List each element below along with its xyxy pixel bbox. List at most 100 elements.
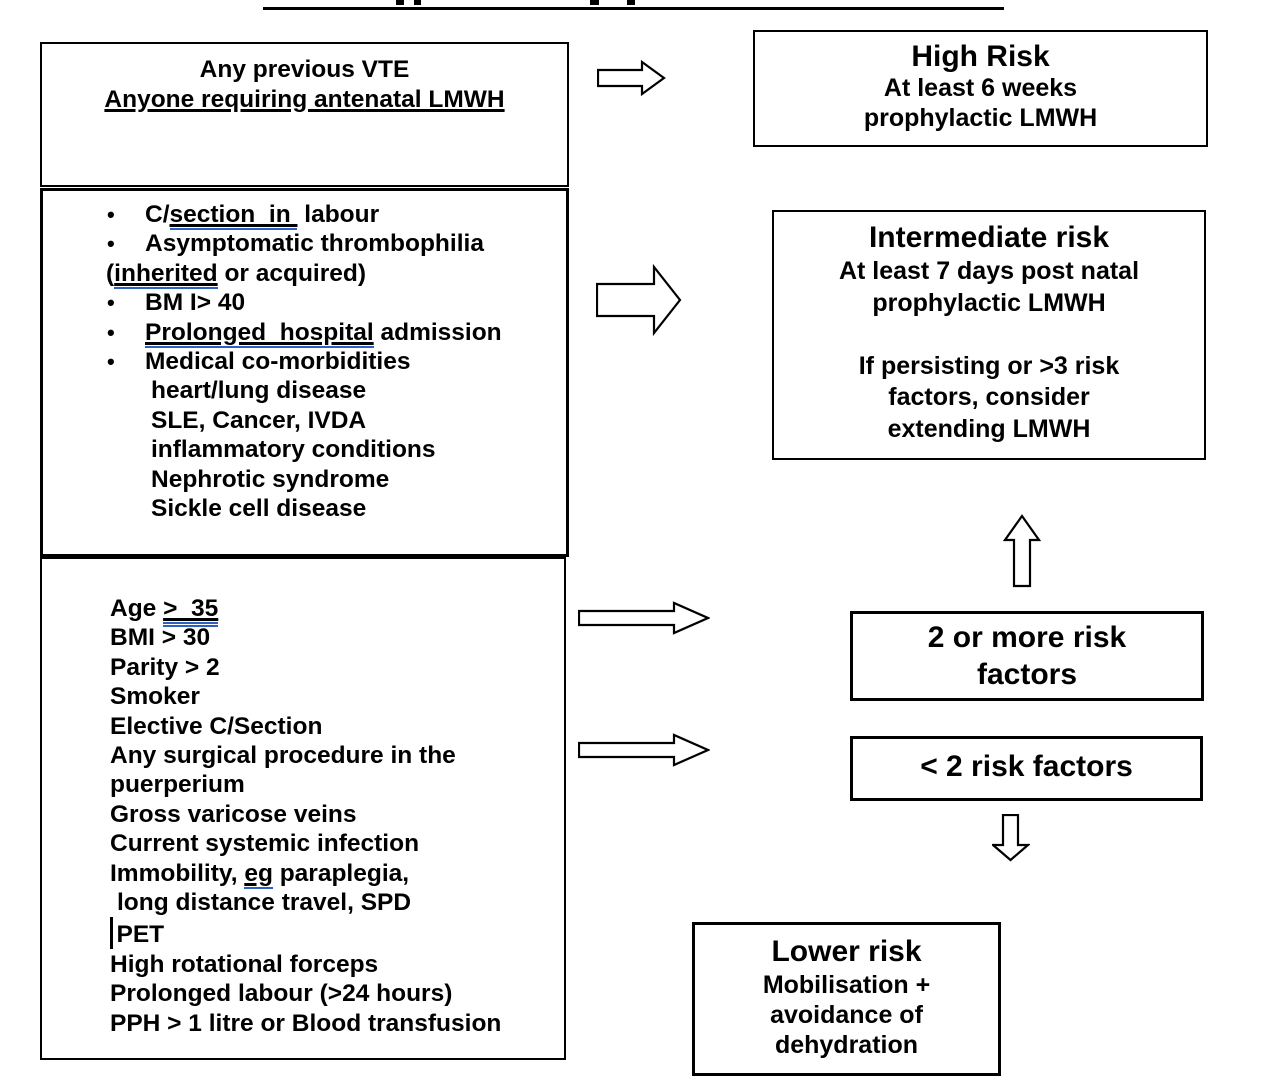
text-line: At least 6 weeks (883, 74, 1078, 102)
underlined-text: Anyone requiring antenatal LMWH (104, 86, 505, 113)
text-line: Immobility, eg paraplegia, (42, 859, 564, 888)
arrow-factors-to-less-than-two-icon (578, 733, 710, 767)
text-line: PPH > 1 litre or Blood transfusion (42, 1009, 564, 1038)
text-line: BMI > 30 (42, 623, 564, 652)
underlined-text: eg (244, 859, 273, 887)
text-line: Elective C/Section (42, 712, 564, 741)
text-segment: Nephrotic syndrome (151, 465, 390, 493)
text-segment: C/ (145, 201, 170, 228)
text-line: Current systemic infection (42, 829, 564, 858)
text-segment: Asymptomatic thrombophilia (145, 230, 484, 258)
cutoff-letter-fragment (414, 0, 421, 5)
text-line: Gross varicose veins (42, 800, 564, 829)
text-line: At least 7 days post natal (838, 257, 1140, 285)
bullet-icon: • (107, 319, 115, 345)
text-segment: heart/lung disease (151, 377, 367, 405)
text-line: • BM I> 40 (43, 288, 566, 317)
text-segment: long distance travel, SPD (117, 889, 412, 917)
cutoff-title-underline (263, 0, 1004, 11)
text-line: Anyone requiring antenatal LMWH (42, 85, 567, 115)
arrow-previous-vte-to-high-risk-icon (597, 60, 666, 96)
bullet-icon: • (107, 349, 115, 375)
box-less-than-two-risk-factors: < 2 risk factors (850, 736, 1203, 801)
text-segment: Current systemic infection (110, 830, 420, 858)
text-segment: BM I> 40 (145, 289, 246, 317)
text-segment: Elective C/Section (110, 712, 323, 740)
text-segment: Age (110, 595, 164, 622)
box-previous-vte: Any previous VTE Anyone requiring antenat… (40, 42, 569, 187)
text-segment: PPH > 1 litre or Blood transfusion (110, 1009, 502, 1037)
title-underline-bar (263, 7, 1004, 10)
text-line: SLE, Cancer, IVDA (43, 406, 566, 435)
text-segment: Immobility, (110, 859, 245, 887)
text-segment: Prolonged labour (>24 hours) (110, 980, 453, 1008)
text-line: < 2 risk factors (920, 750, 1133, 783)
text-line: 2 or more risk (927, 621, 1127, 654)
text-line: dehydration (774, 1031, 919, 1059)
text-segment: puerperium (110, 771, 245, 799)
text-segment: Parity > 2 (110, 653, 220, 681)
text-segment: inflammatory conditions (151, 436, 436, 464)
text-line: PET (42, 917, 564, 950)
text-line: extending LMWH (887, 414, 1091, 443)
text-line: Any surgical procedure in the (42, 741, 564, 770)
text-line: puerperium (42, 770, 564, 799)
text-line: Nephrotic syndrome (43, 465, 566, 494)
underlined-text: inherited (114, 259, 218, 287)
underlined-text: section in (169, 201, 298, 228)
text-segment: PET (116, 921, 165, 949)
intermediate-risk-title: Intermediate risk (868, 221, 1110, 254)
text-segment: High rotational forceps (110, 950, 379, 978)
bullet-icon: • (107, 202, 115, 227)
text-line: avoidance of (770, 1001, 923, 1029)
cutoff-letter-fragment (590, 0, 599, 5)
text-line: Smoker (42, 682, 564, 711)
arrow-up-two-or-more-to-intermediate-icon (1003, 514, 1041, 588)
box-intermediate-risk: Intermediate risk At least 7 days post n… (772, 210, 1206, 460)
text-line: long distance travel, SPD (42, 888, 564, 917)
text-line: If persisting or >3 risk (858, 351, 1120, 380)
text-segment: Any surgical procedure in the (110, 742, 456, 770)
cutoff-letter-fragment (396, 0, 404, 5)
text-line: Mobilisation + (762, 971, 931, 999)
text-line: (inherited or acquired) (43, 259, 566, 288)
text-segment: or acquired) (217, 259, 367, 287)
text-line: Parity > 2 (42, 653, 564, 682)
arrow-down-less-than-two-to-lower-icon (992, 814, 1030, 862)
high-risk-title: High Risk (911, 40, 1050, 73)
text-line: factors, consider (888, 383, 1090, 411)
text-line: •Prolonged hospital admission (43, 318, 566, 347)
text-line: • Asymptomatic thrombophilia (43, 229, 566, 258)
text-line: heart/lung disease (43, 376, 566, 405)
bullet-icon: • (107, 290, 115, 316)
text-segment: paraplegia, (272, 859, 410, 887)
text-cursor (110, 917, 113, 950)
text-segment: SLE, Cancer, IVDA (151, 406, 367, 434)
text-line: Any previous VTE (42, 55, 567, 85)
text-line: Sickle cell disease (43, 494, 566, 523)
text-line: Prolonged labour (>24 hours) (42, 979, 564, 1008)
text-line: inflammatory conditions (43, 435, 566, 464)
text-line: prophylactic LMWH (863, 103, 1098, 132)
arrow-factors-to-intermediate-risk-icon (596, 264, 682, 336)
bullet-icon: • (107, 231, 115, 257)
arrow-factors-to-two-or-more-icon (578, 601, 710, 635)
text-segment: BMI > 30 (110, 624, 211, 652)
text-segment: Medical co-morbidities (145, 348, 411, 376)
text-line: •C/section in labour (43, 200, 566, 229)
text-line: prophylactic LMWH (872, 288, 1106, 317)
text-segment: ( (106, 259, 115, 287)
text-segment: admission (373, 318, 502, 346)
text-segment: Smoker (110, 683, 200, 711)
text-segment: Any previous VTE (199, 56, 410, 83)
text-line: factors (976, 658, 1078, 691)
text-line (774, 319, 1204, 351)
text-line: Age > 35 (42, 594, 564, 623)
lower-risk-title: Lower risk (771, 935, 922, 968)
text-line: • Medical co-morbidities (43, 347, 566, 376)
underlined-text: > 35 (163, 595, 219, 622)
